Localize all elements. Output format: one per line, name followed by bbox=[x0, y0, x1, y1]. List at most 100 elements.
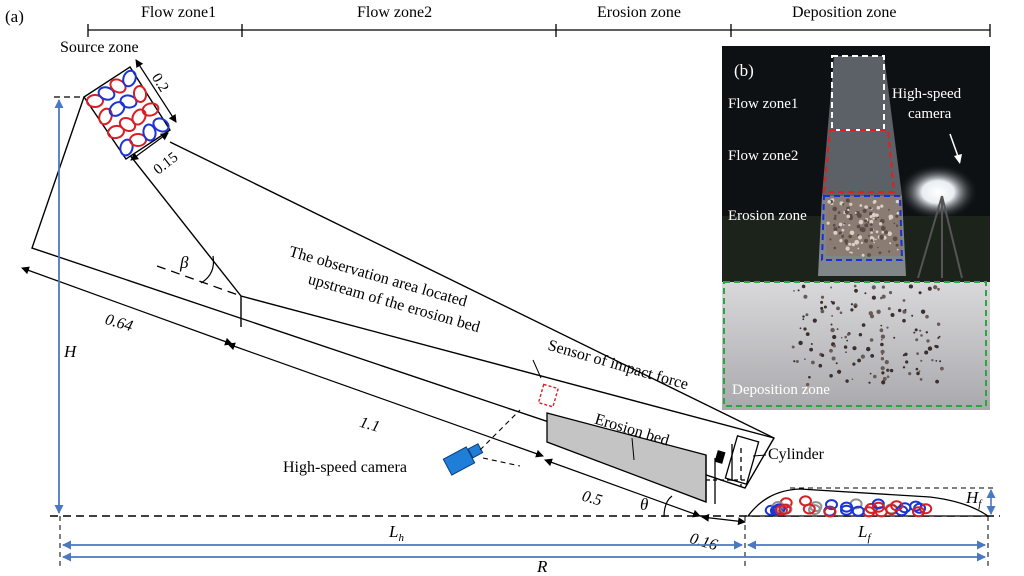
debris-speck bbox=[908, 284, 913, 289]
debris-speck bbox=[915, 367, 919, 371]
erosion-bed-speck bbox=[873, 241, 875, 244]
debris-speck bbox=[880, 338, 883, 341]
debris-speck bbox=[918, 370, 921, 373]
dim-0-15-arrow bbox=[130, 132, 169, 161]
erosion-bed-speck bbox=[868, 244, 873, 249]
debris-speck bbox=[920, 359, 923, 362]
debris-speck bbox=[935, 379, 939, 384]
erosion-bed-speck bbox=[838, 222, 843, 227]
debris-speck bbox=[893, 336, 896, 339]
heap-particles bbox=[764, 495, 933, 518]
beta-symbol: β bbox=[179, 253, 189, 272]
erosion-bed-speck bbox=[845, 246, 850, 251]
dim-0-5: 0.5 bbox=[580, 488, 604, 510]
debris-speck bbox=[845, 351, 847, 354]
erosion-bed-speck bbox=[875, 230, 879, 234]
flow-zone1-label: Flow zone1 bbox=[141, 4, 216, 21]
heap-particle bbox=[825, 499, 838, 511]
erosion-bed-speck bbox=[870, 239, 874, 242]
debris-speck bbox=[876, 309, 881, 314]
heap-particle bbox=[802, 503, 816, 515]
debris-speck bbox=[919, 329, 922, 332]
erosion-bed-speck bbox=[895, 224, 899, 227]
erosion-bed-speck bbox=[869, 219, 874, 224]
debris-speck bbox=[804, 358, 806, 361]
heap-particle bbox=[840, 504, 853, 516]
debris-speck bbox=[812, 318, 817, 323]
lf-symbol: Lf bbox=[857, 522, 872, 544]
source-particle bbox=[118, 117, 137, 132]
erosion-bed-speck bbox=[860, 227, 866, 233]
debris-speck bbox=[843, 345, 848, 349]
erosion-bed-speck bbox=[849, 251, 851, 254]
debris-speck bbox=[873, 374, 877, 379]
erosion-bed-speck bbox=[896, 211, 900, 215]
erosion-bed-speck bbox=[827, 200, 831, 204]
erosion-bed-speck bbox=[832, 206, 837, 212]
erosion-bed-speck bbox=[869, 206, 872, 210]
debris-speck bbox=[925, 314, 929, 319]
erosion-bed-speck bbox=[849, 202, 853, 206]
frame-flow-zone1 bbox=[831, 55, 885, 131]
debris-speck bbox=[801, 284, 806, 289]
debris-speck bbox=[884, 360, 889, 365]
debris-speck bbox=[936, 322, 941, 326]
debris-speck bbox=[810, 343, 813, 345]
debris-speck bbox=[931, 359, 934, 362]
debris-speck bbox=[832, 344, 836, 348]
erosion-bed-speck bbox=[867, 221, 870, 224]
erosion-bed-speck bbox=[860, 241, 863, 244]
debris-speck bbox=[904, 352, 908, 356]
dim-0-2-arrow bbox=[135, 59, 177, 123]
photo-camera-label-line2: camera bbox=[908, 106, 952, 122]
frame-flow-zone2 bbox=[822, 129, 896, 193]
debris-speck bbox=[811, 360, 815, 365]
debris-speck bbox=[881, 294, 886, 299]
debris-speck bbox=[808, 375, 811, 379]
erosion-bed-speck bbox=[869, 215, 873, 219]
debris-speck bbox=[881, 285, 885, 289]
debris-speck bbox=[802, 315, 805, 318]
debris-speck bbox=[853, 284, 857, 288]
debris-speck bbox=[908, 372, 912, 376]
debris-speck bbox=[839, 311, 843, 315]
debris-speck bbox=[937, 287, 940, 291]
erosion-bed-speck bbox=[884, 230, 888, 235]
camera-sight-line2 bbox=[482, 457, 521, 467]
erosion-bed-speck bbox=[880, 225, 886, 231]
debris-speck bbox=[837, 369, 842, 374]
heap-particle bbox=[809, 501, 823, 513]
erosion-bed-speck bbox=[869, 223, 873, 226]
debris-speck bbox=[854, 288, 858, 293]
debris-speck bbox=[793, 360, 796, 363]
erosion-bed-speck bbox=[864, 205, 868, 209]
erosion-zone-label: Erosion zone bbox=[597, 4, 681, 21]
debris-speck bbox=[904, 308, 907, 311]
debris-speck bbox=[887, 307, 891, 311]
erosion-bed-speck bbox=[848, 234, 852, 239]
source-particle bbox=[97, 86, 116, 101]
debris-speck bbox=[880, 324, 883, 327]
debris-speck bbox=[820, 300, 824, 304]
erosion-bed-speck bbox=[846, 214, 851, 219]
debris-speck bbox=[791, 345, 795, 349]
deposition-zone-label: Deposition zone bbox=[792, 4, 896, 21]
debris-speck bbox=[933, 285, 938, 290]
zone-ticks bbox=[87, 24, 991, 37]
erosion-bed-speck bbox=[878, 222, 883, 226]
debris-speck bbox=[914, 328, 918, 332]
erosion-bed-speck bbox=[832, 223, 836, 227]
debris-speck bbox=[880, 357, 885, 361]
debris-speck bbox=[869, 338, 874, 342]
flow-zone2-label: Flow zone2 bbox=[357, 4, 432, 21]
debris-speck bbox=[854, 305, 857, 309]
erosion-bed-speck bbox=[826, 221, 830, 225]
debris-speck bbox=[831, 356, 836, 361]
erosion-bed-speck bbox=[856, 224, 861, 229]
debris-speck bbox=[852, 362, 856, 366]
debris-speck bbox=[898, 308, 902, 313]
debris-speck bbox=[905, 360, 909, 364]
debris-speck bbox=[866, 346, 871, 352]
theta-symbol: θ bbox=[640, 495, 648, 514]
